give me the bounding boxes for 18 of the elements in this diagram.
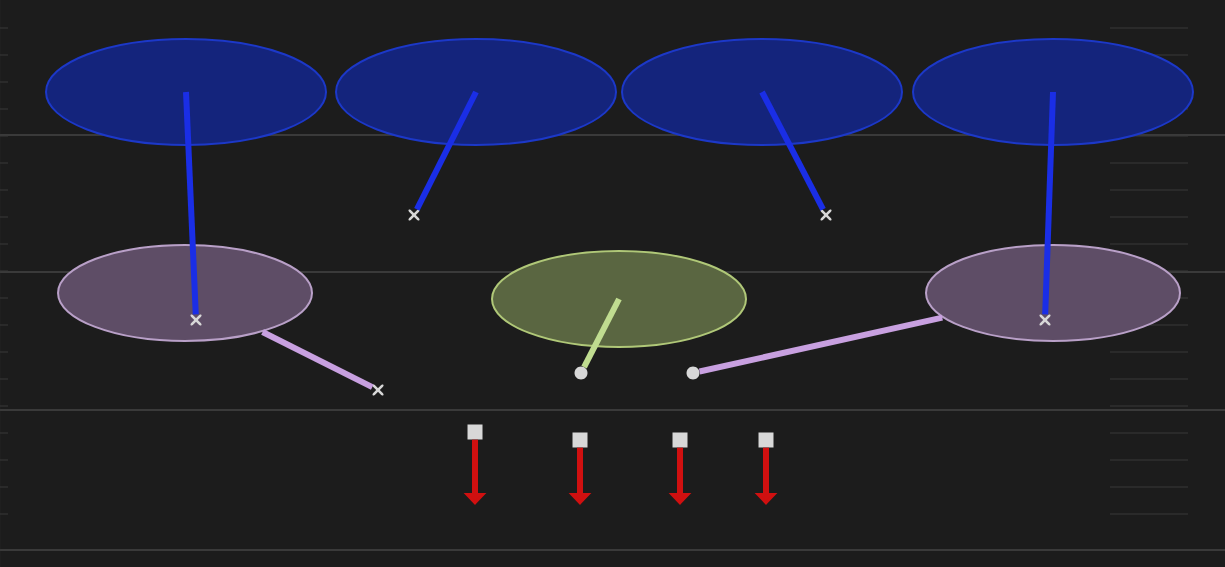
ellipse <box>925 244 1181 342</box>
ellipse <box>621 38 903 146</box>
cross-marker <box>190 314 202 326</box>
connector-line <box>698 314 943 375</box>
ellipse <box>45 38 327 146</box>
ellipse <box>335 38 617 146</box>
ellipse <box>57 244 313 342</box>
connector-line <box>261 329 374 390</box>
cross-marker <box>1039 314 1051 326</box>
ellipse <box>491 250 747 348</box>
cross-marker <box>408 209 420 221</box>
connector-line <box>1042 91 1056 315</box>
connector-line <box>414 90 479 211</box>
ellipse <box>912 38 1194 146</box>
connector-line <box>759 90 826 211</box>
connector-line <box>183 91 199 315</box>
cross-marker <box>820 209 832 221</box>
cross-marker <box>372 384 384 396</box>
